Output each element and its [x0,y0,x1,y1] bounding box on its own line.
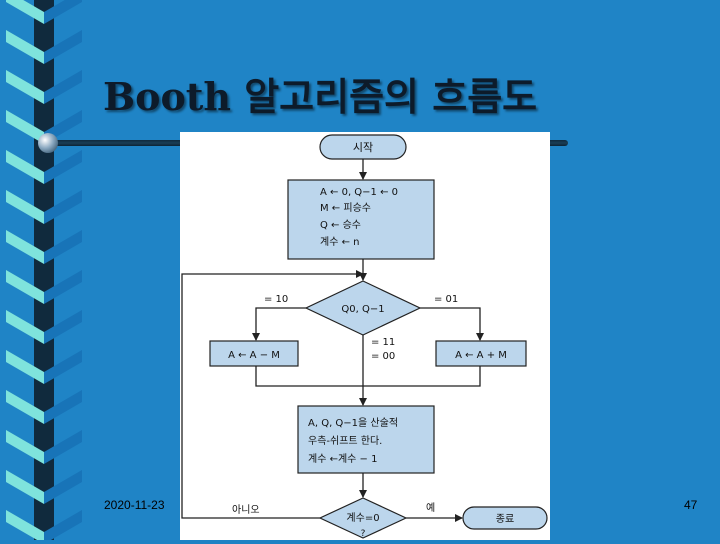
branch-label-01: = 01 [434,294,458,305]
slide-date: 2020-11-23 [104,498,165,512]
count-check-label-1: 계수=0 [346,512,379,524]
decision-label: Q0, Q−1 [341,304,384,315]
count-check-label-2: ? [361,529,366,539]
arrow-decision-subtract [256,308,306,340]
booth-flowchart: 시작 A ← 0, Q−1 ← 0 M ← 피승수 Q ← 승수 계수 ← n … [180,132,550,540]
arrow-subtract-merge [256,366,363,386]
end-label: 종료 [496,513,514,525]
init-line-2: M ← 피승수 [320,202,371,214]
decorative-left-strip [0,0,92,540]
branch-label-11: = 11 [371,337,395,348]
no-label: 아니오 [232,504,260,516]
start-label: 시작 [353,141,373,154]
title-underline-knob [38,133,58,153]
add-label: A ← A + M [455,350,507,361]
arrow-add-merge [363,366,480,386]
shift-line-2: 우측-쉬프트 한다. [308,435,382,447]
slide-title: Booth 알고리즘의 흐름도 [103,66,537,121]
slide-page-number: 47 [684,498,697,512]
flowchart-svg: 시작 A ← 0, Q−1 ← 0 M ← 피승수 Q ← 승수 계수 ← n … [180,132,550,540]
branch-label-10: = 10 [264,294,288,305]
init-line-3: Q ← 승수 [320,219,361,231]
yes-label: 예 [426,502,435,514]
subtract-label: A ← A − M [228,350,280,361]
init-line-4: 계수 ← n [320,236,359,248]
arrow-decision-add [420,308,480,340]
branch-label-00: = 00 [371,351,395,362]
shift-line-3: 계수 ←계수 − 1 [308,453,377,465]
shift-line-1: A, Q, Q−1을 산술적 [308,417,398,429]
init-line-1: A ← 0, Q−1 ← 0 [320,187,398,198]
